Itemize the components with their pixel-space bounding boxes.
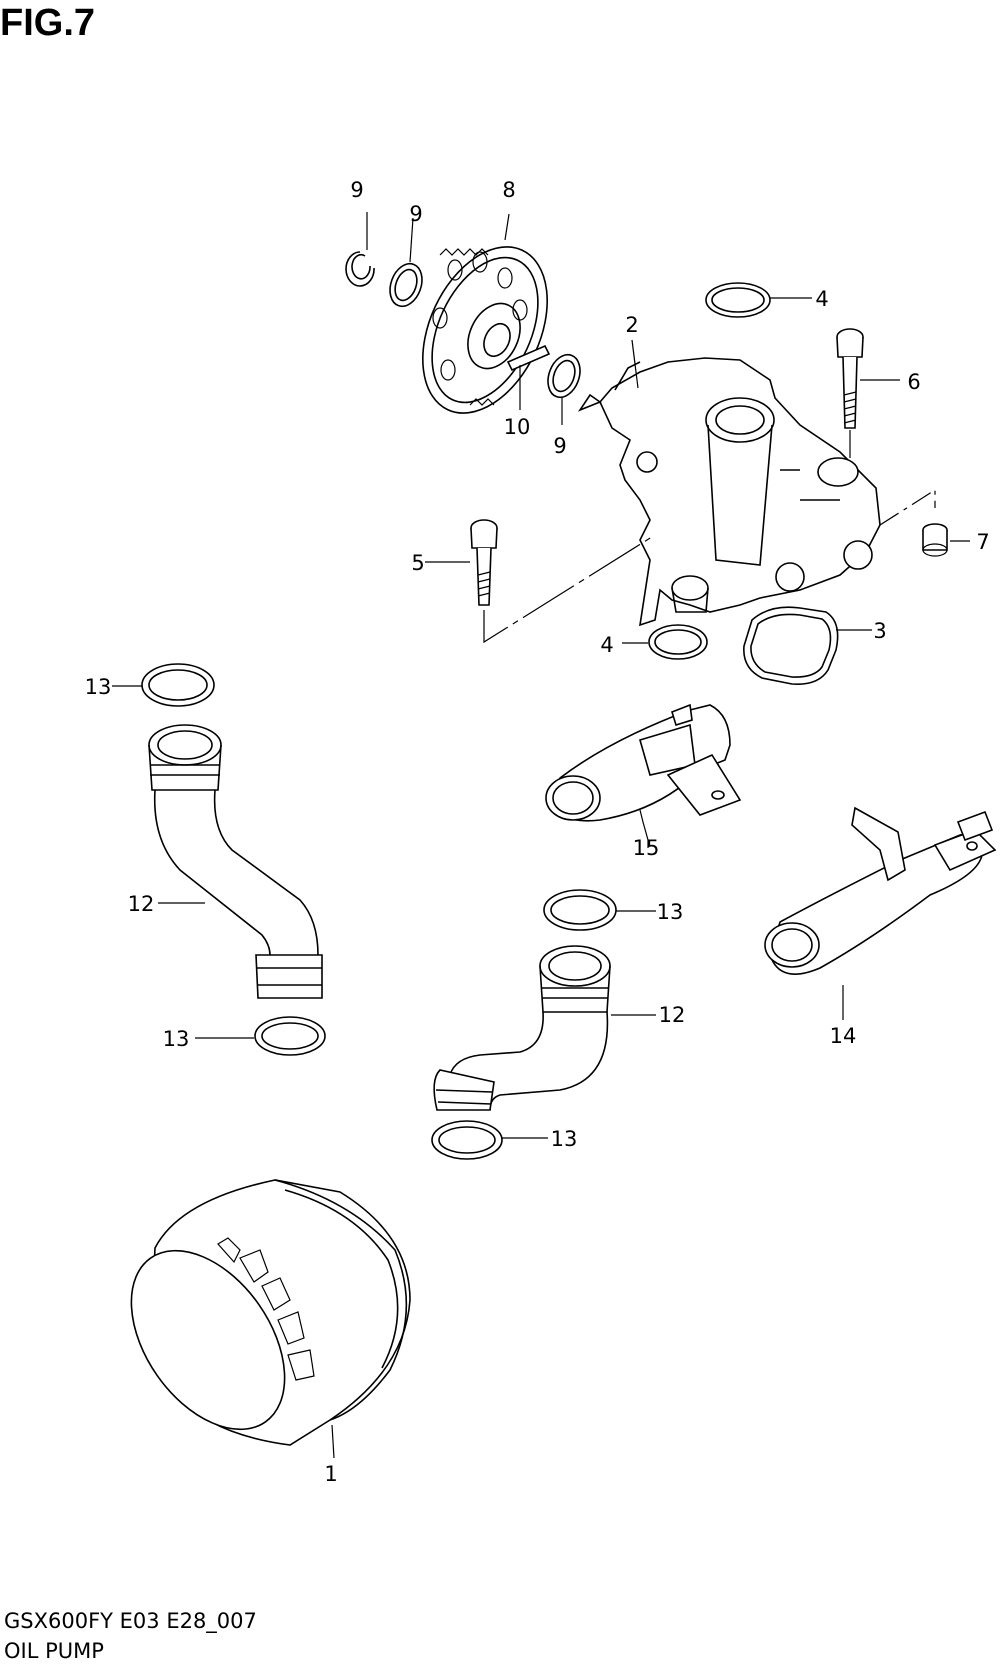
part-o-ring-13-b[interactable] (195, 1016, 326, 1056)
part-oil-strainer-right[interactable] (764, 806, 997, 1020)
part-o-ring-lower[interactable] (622, 624, 708, 660)
part-o-ring-13-a[interactable] (112, 663, 215, 707)
part-washer-upper[interactable] (384, 217, 427, 311)
part-oil-pump-body[interactable] (577, 339, 881, 627)
callout-9a: 9 (409, 202, 422, 226)
callout-labels: 9 9 8 4 2 6 10 9 7 5 4 3 13 15 12 13 12 … (85, 178, 990, 1486)
callout-10: 10 (504, 415, 531, 439)
part-washer-lower[interactable] (542, 350, 585, 425)
part-oil-filter[interactable] (100, 1179, 411, 1459)
callout-2: 2 (625, 313, 638, 337)
callout-14: 14 (830, 1024, 857, 1048)
part-oil-strainer[interactable] (545, 703, 742, 848)
part-dowel-7[interactable] (879, 488, 970, 557)
callout-7: 7 (976, 530, 989, 554)
callout-8: 8 (502, 178, 515, 202)
callout-13a: 13 (85, 675, 112, 699)
part-bolt-6[interactable] (836, 328, 900, 458)
callout-5: 5 (411, 551, 424, 575)
callout-1: 1 (324, 1462, 337, 1486)
part-o-ring-13-c[interactable] (543, 889, 656, 931)
callout-12a: 12 (128, 892, 155, 916)
part-gasket[interactable] (743, 606, 872, 686)
callout-13b: 13 (657, 900, 684, 924)
callout-13d: 13 (551, 1127, 578, 1151)
callout-11: 9 (350, 178, 363, 202)
callout-12b: 12 (659, 1003, 686, 1027)
model-code: GSX600FY E03 E28_007 (4, 1609, 257, 1633)
part-bolt-5[interactable] (425, 519, 656, 644)
callout-9b: 9 (553, 434, 566, 458)
part-o-ring-13-d[interactable] (431, 1120, 548, 1160)
part-pin[interactable] (506, 344, 551, 410)
callout-4b: 4 (600, 633, 613, 657)
part-circlip[interactable] (345, 212, 375, 287)
part-oil-pipe-right[interactable] (433, 945, 656, 1111)
callout-6: 6 (907, 370, 920, 394)
part-oil-pipe-left[interactable] (148, 724, 323, 999)
callout-3: 3 (873, 619, 886, 643)
callout-15: 15 (633, 836, 660, 860)
callout-13c: 13 (163, 1027, 190, 1051)
figure-title: FIG.7 (0, 2, 96, 44)
part-driven-gear[interactable] (398, 213, 572, 433)
part-o-ring-upper[interactable] (705, 282, 812, 318)
callout-4a: 4 (815, 287, 828, 311)
section-name: OIL PUMP (4, 1639, 104, 1663)
